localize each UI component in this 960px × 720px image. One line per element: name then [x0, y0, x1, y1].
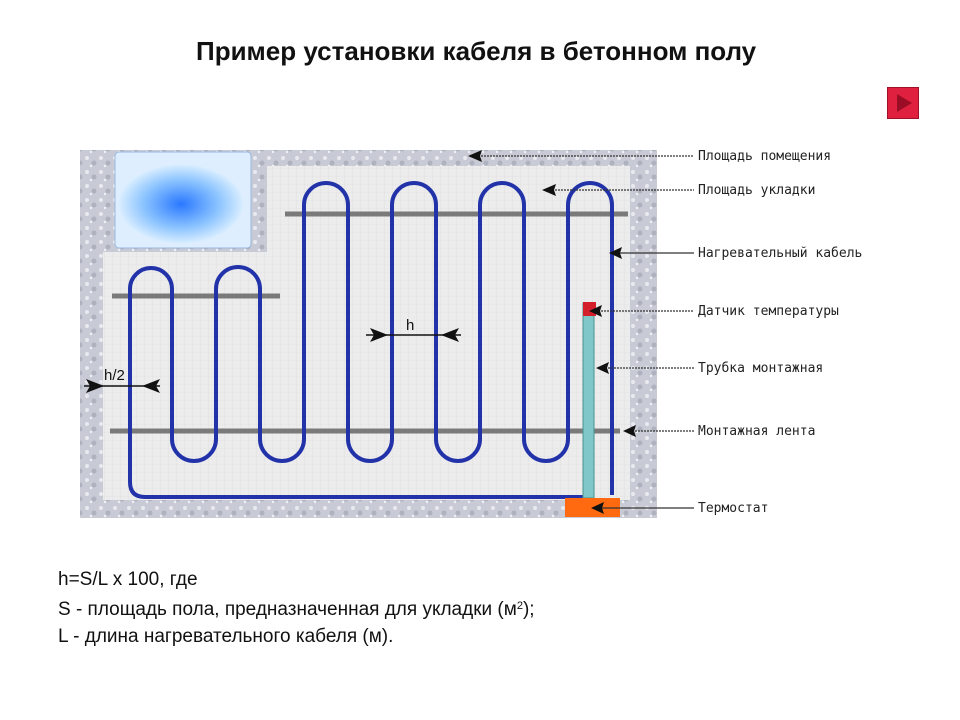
slide-title: Пример установки кабеля в бетонном полу [196, 36, 757, 66]
dimension-h2: h/2 [84, 367, 160, 393]
laying-area [103, 166, 630, 500]
dimension-h-label: h [406, 317, 414, 334]
dimension-h: h [366, 317, 461, 342]
next-slide-button[interactable] [887, 87, 919, 119]
dimension-h2-label: h/2 [104, 367, 125, 384]
label-mount-tube: Трубка монтажная [698, 361, 823, 376]
label-temp-sensor: Датчик температуры [698, 304, 839, 319]
formula-line-2: S - площадь пола, предназначенная для ук… [58, 599, 535, 620]
bathtub [114, 151, 252, 249]
label-room-area: Площадь помещения [698, 149, 831, 164]
heating-cable [128, 181, 614, 499]
formula-line-1: h=S/L x 100, где [58, 569, 198, 590]
mounting-tube [582, 302, 595, 499]
label-thermostat: Термостат [698, 501, 768, 516]
label-heating-cable: Нагревательный кабель [698, 246, 862, 261]
play-triangle-icon [897, 94, 912, 112]
formula-line-3: L - длина нагревательного кабеля (м). [58, 626, 394, 647]
mounting-tapes [110, 211, 628, 434]
leader-lines [468, 150, 694, 514]
label-laying-area: Площадь укладки [698, 183, 815, 198]
formula-block: h=S/L x 100, где S - площадь пола, предн… [58, 566, 758, 650]
label-mount-tape: Монтажная лента [698, 424, 815, 439]
